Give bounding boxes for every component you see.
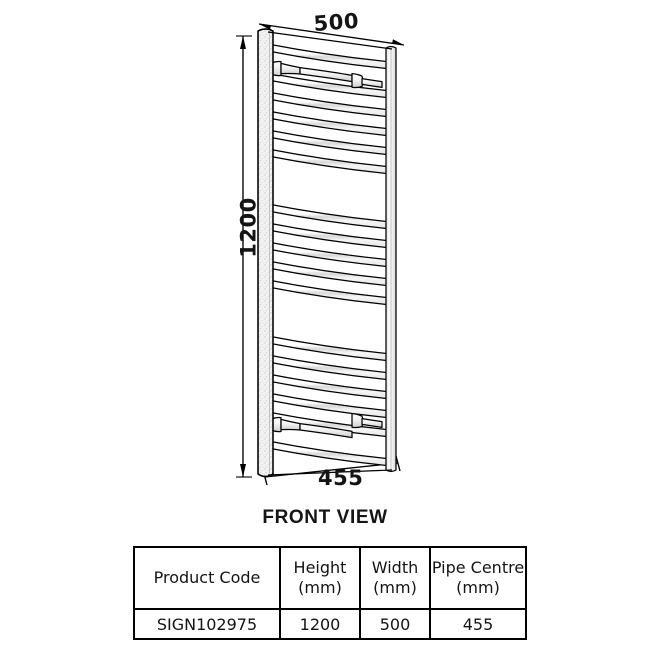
side-rail-right: [385, 45, 397, 473]
column-header-unit: (mm): [373, 578, 417, 597]
cell-product-code: SIGN102975: [133, 608, 281, 640]
dimension-label-height: 1200: [236, 197, 261, 258]
column-header-pipe-centre: Pipe Centre (mm): [429, 546, 527, 610]
rail-bar: [267, 335, 393, 362]
side-rail-left: [257, 28, 274, 478]
rail-bar: [267, 440, 393, 467]
cell-width: 500: [359, 608, 431, 640]
spec-table-container: Product Code Height (mm) Width (mm) Pipe…: [133, 546, 527, 640]
view-caption: FRONT VIEW: [262, 507, 388, 528]
specification-table: Product Code Height (mm) Width (mm) Pipe…: [133, 546, 527, 640]
dimension-label-width: 500: [312, 8, 360, 36]
cell-pipe-centre: 455: [429, 608, 527, 640]
radiator-bars: [267, 43, 393, 467]
column-header-label: Product Code: [153, 568, 261, 587]
column-header-unit: (mm): [298, 578, 342, 597]
column-header-label: Height: [293, 558, 347, 577]
rail-bar: [267, 203, 393, 230]
column-header-product-code: Product Code: [133, 546, 281, 610]
cell-height: 1200: [279, 608, 361, 640]
column-header-unit: (mm): [456, 578, 500, 597]
column-header-width: Width (mm): [359, 546, 431, 610]
table-row: SIGN102975 1200 500 455: [133, 608, 527, 640]
table-body: SIGN102975 1200 500 455: [133, 608, 527, 640]
radiator-body: [257, 28, 397, 478]
dimension-label-pipe-centre: 455: [318, 466, 364, 490]
column-header-height: Height (mm): [279, 546, 361, 610]
dimension-left-1200: [236, 35, 252, 478]
column-header-label: Width: [371, 558, 419, 577]
wall-bracket-bottom: [270, 412, 383, 439]
dimension-top-500: [258, 23, 405, 46]
table-header-row: Product Code Height (mm) Width (mm) Pipe…: [133, 546, 527, 610]
column-header-label: Pipe Centre: [431, 558, 525, 577]
table-header: Product Code Height (mm) Width (mm) Pipe…: [133, 546, 527, 610]
